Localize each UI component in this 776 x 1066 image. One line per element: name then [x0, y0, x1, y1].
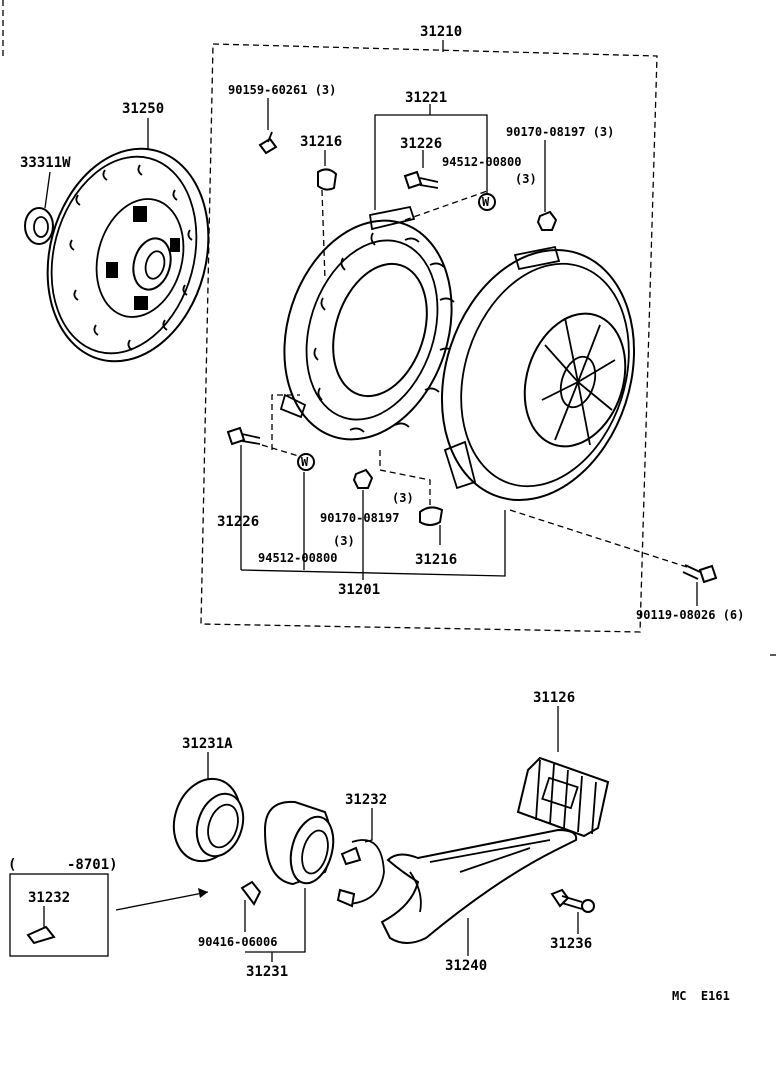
dash-31216-bottom [379, 450, 431, 505]
label-94512-top-qty: (3) [515, 172, 537, 186]
dash-31216-top [321, 189, 326, 281]
label-31231a: 31231A [182, 736, 233, 752]
label-31236: 31236 [550, 936, 592, 952]
boot-icon [516, 756, 610, 838]
nut-icon [352, 468, 374, 489]
nut-icon [536, 210, 558, 231]
label-31226-bottom: 31226 [217, 514, 259, 530]
bracket-31221 [374, 114, 488, 210]
release-fork-icon [380, 828, 578, 944]
bolt-icon [403, 170, 439, 190]
label-31226-top: 31226 [400, 136, 442, 152]
retainer-icon [419, 506, 444, 526]
leader-31232 [364, 808, 373, 843]
label-94512-bottom-qty: (3) [333, 534, 355, 548]
arrow-head [198, 888, 208, 898]
label-31126: 31126 [533, 690, 575, 706]
clutch-disc-icon [46, 147, 210, 363]
label-31201: 31201 [338, 582, 380, 598]
washer-icon: W [297, 453, 315, 471]
inset-arrow [115, 891, 209, 911]
bolt-icon [258, 131, 278, 155]
label-31250: 31250 [122, 101, 164, 117]
label-90170-bottom-qty: (3) [392, 491, 414, 505]
label-33311w: 33311W [20, 155, 71, 171]
dash-31226-bottom [271, 394, 300, 450]
bolt-icon [226, 426, 261, 446]
leader-33311w [44, 171, 51, 209]
retainer-icon [317, 168, 338, 191]
assembly-frame [200, 43, 658, 633]
bolt-icon [682, 564, 718, 584]
clip-icon [240, 880, 262, 906]
label-90119: 90119-08026 (6) [636, 608, 744, 622]
label-31221: 31221 [405, 90, 447, 106]
label-90416: 90416-06006 [198, 935, 277, 949]
label-inset-31232: 31232 [28, 890, 70, 906]
release-hub-icon [263, 800, 335, 886]
pilot-bearing-icon [24, 207, 54, 245]
dash-31226-top [404, 189, 491, 221]
bracket-31201 [240, 510, 506, 577]
label-31210: 31210 [420, 24, 462, 40]
label-94512-top: 94512-00800 [442, 155, 521, 169]
label-90170-top: 90170-08197 (3) [506, 125, 614, 139]
label-31231: 31231 [246, 964, 288, 980]
dash-31226-bottom-2 [261, 444, 306, 459]
svg-text:W: W [482, 195, 490, 209]
release-bearing-icon [172, 777, 245, 863]
bolt-icon [550, 888, 595, 913]
label-94512-bottom: 94512-00800 [258, 551, 337, 565]
label-31240: 31240 [445, 958, 487, 974]
washer-icon: W [478, 193, 496, 211]
svg-text:W: W [301, 455, 309, 469]
label-90159: 90159-60261 (3) [228, 83, 336, 97]
clip-icon [336, 839, 385, 908]
clutch-cover-icon [440, 245, 636, 502]
label-31232: 31232 [345, 792, 387, 808]
label-31216-bottom: 31216 [415, 552, 457, 568]
label-inset-range: ( -8701) [8, 857, 118, 873]
inset-box [9, 873, 109, 957]
label-90170-bottom: 90170-08197 [320, 511, 399, 525]
pressure-plate-icon [279, 205, 455, 441]
diagram-code: MC E161 [672, 989, 730, 1003]
dash-90119 [509, 509, 691, 569]
clip-icon [26, 925, 56, 945]
bracket-31231 [245, 888, 306, 953]
label-31216-top: 31216 [300, 134, 342, 150]
